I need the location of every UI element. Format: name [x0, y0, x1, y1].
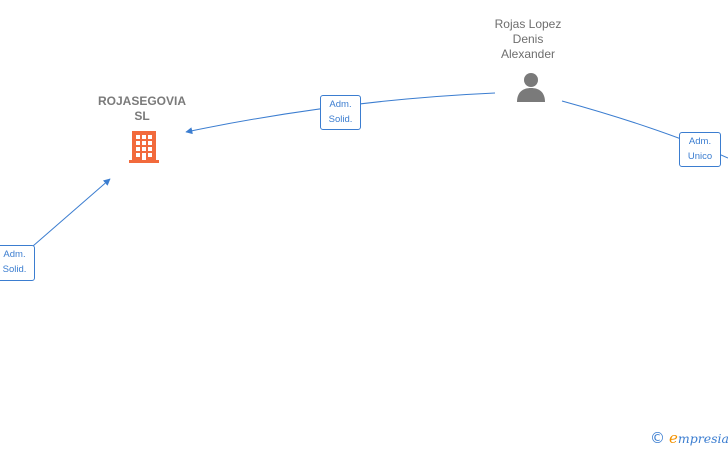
person-icon[interactable]: [515, 72, 547, 102]
person-name-line1: Rojas Lopez: [494, 17, 562, 31]
edge-role-label[interactable]: Adm. Solid.: [0, 245, 35, 281]
edge-role-line2: Solid.: [328, 114, 353, 125]
edge-offscreen-to-company: [32, 178, 111, 247]
company-name-line2: SL: [134, 109, 150, 123]
edge-role-line2: Solid.: [2, 264, 27, 275]
edge-role-line1: Adm.: [329, 99, 352, 110]
brand-rest: mpresia: [677, 431, 728, 446]
edge-role-line1: Adm.: [3, 249, 26, 260]
brand-logo: empresia: [669, 429, 728, 447]
company-node-label[interactable]: ROJASEGOVIA SL: [82, 94, 202, 124]
edge-role-label[interactable]: Adm. Unico: [679, 132, 721, 167]
company-name-line1: ROJASEGOVIA: [97, 94, 187, 108]
person-name-line2: Denis: [512, 32, 544, 46]
edge-role-line2: Unico: [687, 151, 713, 162]
person-node-label[interactable]: Rojas Lopez Denis Alexander: [468, 17, 588, 62]
edge-role-label[interactable]: Adm. Solid.: [320, 95, 361, 130]
empresia-watermark: © empresia: [650, 428, 728, 448]
copyright-icon: ©: [650, 429, 665, 447]
building-icon[interactable]: [128, 129, 160, 163]
edge-role-line1: Adm.: [688, 136, 712, 147]
person-name-line3: Alexander: [500, 47, 556, 61]
brand-initial: e: [669, 429, 678, 447]
